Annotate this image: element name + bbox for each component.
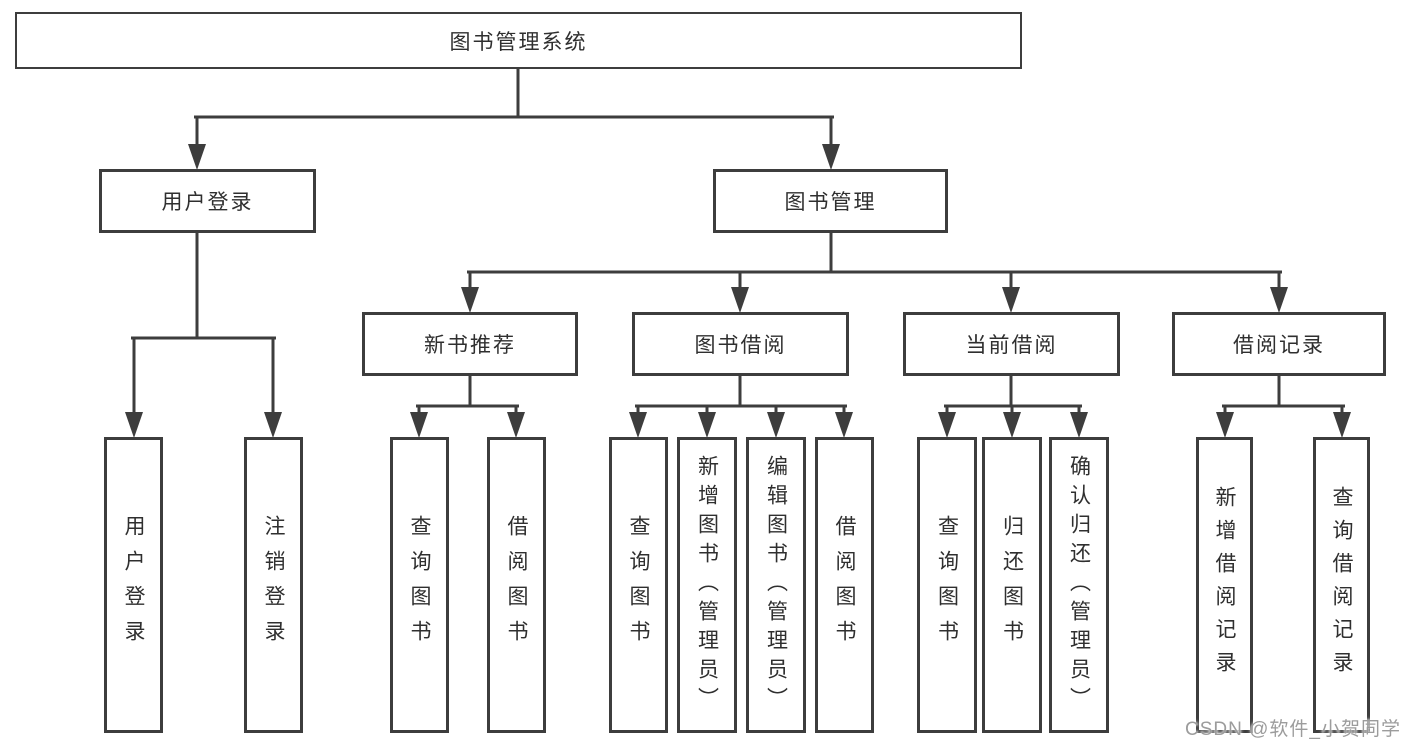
- node-label: 当前借阅: [965, 334, 1058, 357]
- node-label: 图书管理: [784, 191, 877, 214]
- leaf-query-books-current: 查询图书: [917, 437, 977, 733]
- node-user-login: 用户登录: [99, 169, 316, 233]
- node-label: 用户登录: [161, 191, 254, 214]
- node-label: 查询图书: [627, 515, 650, 655]
- node-label: 借阅记录: [1233, 334, 1325, 357]
- leaf-edit-books-admin: 编辑图书（管理员）: [746, 437, 806, 733]
- node-label: 借阅图书: [505, 515, 528, 655]
- leaf-return-books: 归还图书: [982, 437, 1042, 733]
- node-label: 编辑图书（管理员）: [764, 454, 788, 716]
- leaf-add-books-admin: 新增图书（管理员）: [677, 437, 737, 733]
- connector-new-book-recommend-children: [410, 374, 525, 438]
- node-label: 新增借阅记录: [1213, 486, 1236, 684]
- node-library-management-system: 图书管理系统: [15, 12, 1022, 69]
- node-label: 归还图书: [1000, 515, 1024, 655]
- leaf-add-borrow-record: 新增借阅记录: [1196, 437, 1253, 733]
- node-new-book-recommend: 新书推荐: [362, 312, 578, 376]
- node-label: 查询图书: [408, 515, 431, 655]
- connector-book-borrow-children: [629, 374, 853, 438]
- leaf-query-books-borrow: 查询图书: [609, 437, 668, 733]
- leaf-query-books-recommend: 查询图书: [390, 437, 449, 733]
- node-book-borrow: 图书借阅: [632, 312, 849, 376]
- node-borrow-records: 借阅记录: [1172, 312, 1386, 376]
- node-label: 新增图书（管理员）: [695, 454, 719, 716]
- leaf-borrow-books: 借阅图书: [815, 437, 874, 733]
- node-label: 图书管理系统: [449, 30, 588, 54]
- connector-root-to-level2: [188, 67, 840, 170]
- node-label: 查询借阅记录: [1330, 486, 1353, 684]
- connector-borrow-records-children: [1216, 374, 1351, 438]
- node-book-management: 图书管理: [713, 169, 948, 233]
- node-label: 借阅图书: [833, 515, 856, 655]
- leaf-borrow-books-recommend: 借阅图书: [487, 437, 546, 733]
- node-label: 用户登录: [122, 515, 145, 655]
- leaf-user-login: 用户登录: [104, 437, 163, 733]
- node-label: 新书推荐: [424, 334, 516, 357]
- node-label: 注销登录: [262, 515, 285, 655]
- connector-current-borrow-children: [938, 374, 1088, 438]
- leaf-logout: 注销登录: [244, 437, 303, 733]
- leaf-confirm-return-admin: 确认归还（管理员）: [1049, 437, 1109, 733]
- node-label: 确认归还（管理员）: [1067, 454, 1091, 716]
- watermark-text: CSDN @软件_小贺同学: [1185, 719, 1401, 740]
- connector-user-login-children: [125, 231, 282, 438]
- node-label: 图书借阅: [694, 334, 787, 357]
- leaf-query-borrow-record: 查询借阅记录: [1313, 437, 1370, 733]
- node-current-borrow: 当前借阅: [903, 312, 1120, 376]
- connector-book-management-children: [461, 231, 1288, 313]
- node-label: 查询图书: [935, 515, 959, 655]
